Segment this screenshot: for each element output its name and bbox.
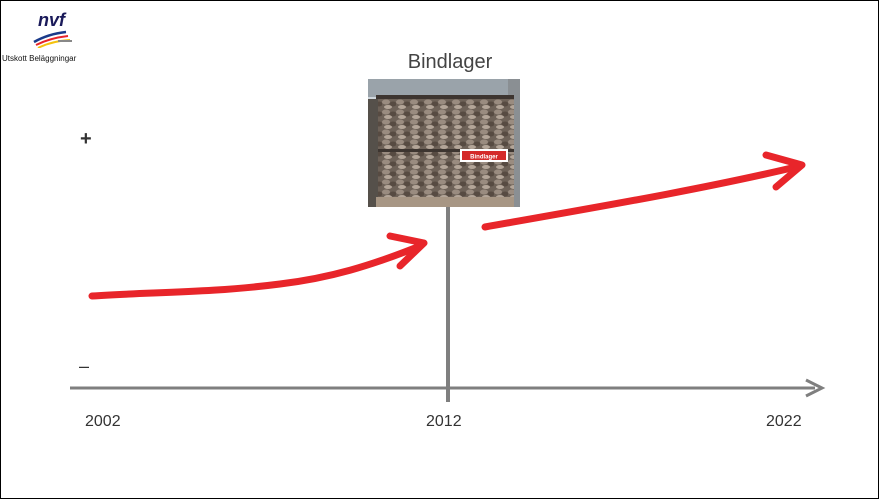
plus-symbol: + (80, 128, 92, 150)
trend-arrow-1-head (386, 232, 428, 270)
year-label-2002: 2002 (85, 413, 121, 430)
trend-arrow-2-head (762, 151, 806, 191)
photo-sign-text: Bindlager (470, 155, 498, 161)
diagram-title: Bindlager (407, 51, 493, 73)
year-label-2012: 2012 (426, 413, 462, 430)
logo-text: nvf (38, 10, 67, 30)
year-label-2022: 2022 (766, 413, 802, 430)
trend-arrow-1 (88, 242, 424, 300)
nvf-logo: nvf (32, 8, 82, 49)
minus-symbol: – (79, 356, 90, 376)
time-axis-arrowhead (805, 378, 826, 398)
bindlager-photo: Bindlager (368, 79, 520, 207)
trend-arrow-2 (481, 162, 804, 231)
org-label: Utskott Beläggningar (2, 54, 77, 63)
